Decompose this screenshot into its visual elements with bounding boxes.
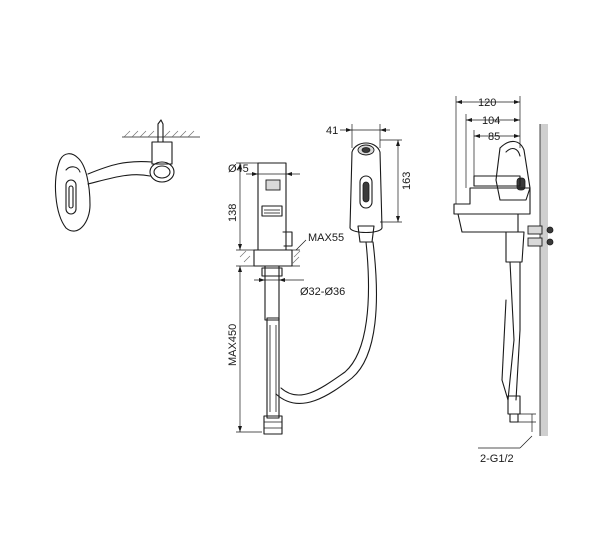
dim-deck-thickness: MAX55: [308, 232, 344, 244]
top-view: [55, 119, 200, 232]
dim-spout-reach: 104: [482, 115, 500, 127]
front-view: [236, 162, 378, 435]
dim-spray-width: 41: [326, 125, 338, 137]
dim-hose-length: MAX450: [227, 324, 239, 366]
spray-head: [349, 142, 383, 243]
dim-body-height: 138: [227, 204, 239, 222]
dim-hole-diameter: Ø32-Ø36: [300, 286, 345, 298]
dim-spray-height: 163: [401, 172, 413, 190]
dim-overall-depth: 120: [478, 97, 496, 109]
dim-diameter-body: Ø45: [228, 163, 249, 175]
dim-lever-depth: 85: [488, 131, 500, 143]
dimension-lines: [236, 96, 536, 449]
dim-connection: 2-G1/2: [480, 453, 514, 465]
side-view: [453, 124, 554, 436]
